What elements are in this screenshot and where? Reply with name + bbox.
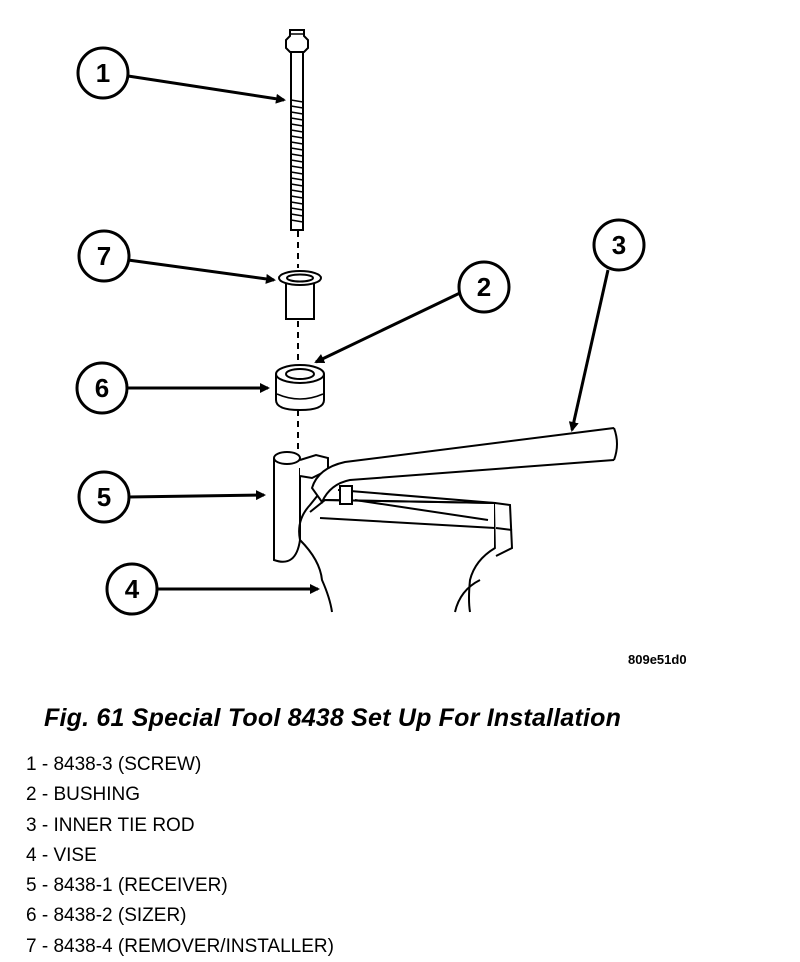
svg-text:7: 7 (97, 241, 111, 271)
svg-text:3: 3 (612, 230, 626, 260)
vise-part (299, 489, 514, 613)
callout-5: 5 (77, 470, 131, 524)
callout-7: 7 (77, 229, 131, 283)
legend-item: 3 - INNER TIE ROD (26, 814, 195, 836)
legend-item: 5 - 8438-1 (RECEIVER) (26, 875, 228, 897)
callout-3: 3 (592, 218, 646, 272)
callout-4: 4 (105, 562, 159, 616)
legend-item: 2 - BUSHING (26, 784, 141, 806)
receiver-part (273, 451, 329, 563)
svg-text:1: 1 (96, 58, 110, 88)
legend-item: 1 - 8438-3 (SCREW) (26, 754, 202, 775)
figure-caption: Fig. 61 Special Tool 8438 Set Up For Ins… (44, 704, 622, 732)
svg-text:2: 2 (477, 272, 491, 302)
callout-1: 1 (76, 46, 130, 100)
parts-legend: 1 - 8438-3 (SCREW) 2 - BUSHING 3 - INNER… (26, 750, 334, 962)
svg-text:4: 4 (125, 574, 140, 604)
screw-part (285, 29, 309, 231)
callout-2: 2 (457, 260, 511, 314)
callout-6: 6 (75, 361, 129, 415)
exploded-view-illustration: 1 7 2 3 6 5 4 (75, 29, 646, 616)
remover-installer-part (278, 270, 322, 320)
legend-item: 4 - VISE (26, 844, 97, 866)
legend-item: 7 - 8438-4 (REMOVER/INSTALLER) (26, 935, 334, 957)
svg-text:6: 6 (95, 373, 109, 403)
svg-text:5: 5 (97, 482, 111, 512)
image-code: 809e51d0 (628, 652, 687, 667)
inner-tie-rod-part (310, 427, 618, 505)
sizer-part (275, 364, 325, 412)
legend-item: 6 - 8438-2 (SIZER) (26, 905, 187, 927)
leader-arrows (127, 74, 610, 594)
